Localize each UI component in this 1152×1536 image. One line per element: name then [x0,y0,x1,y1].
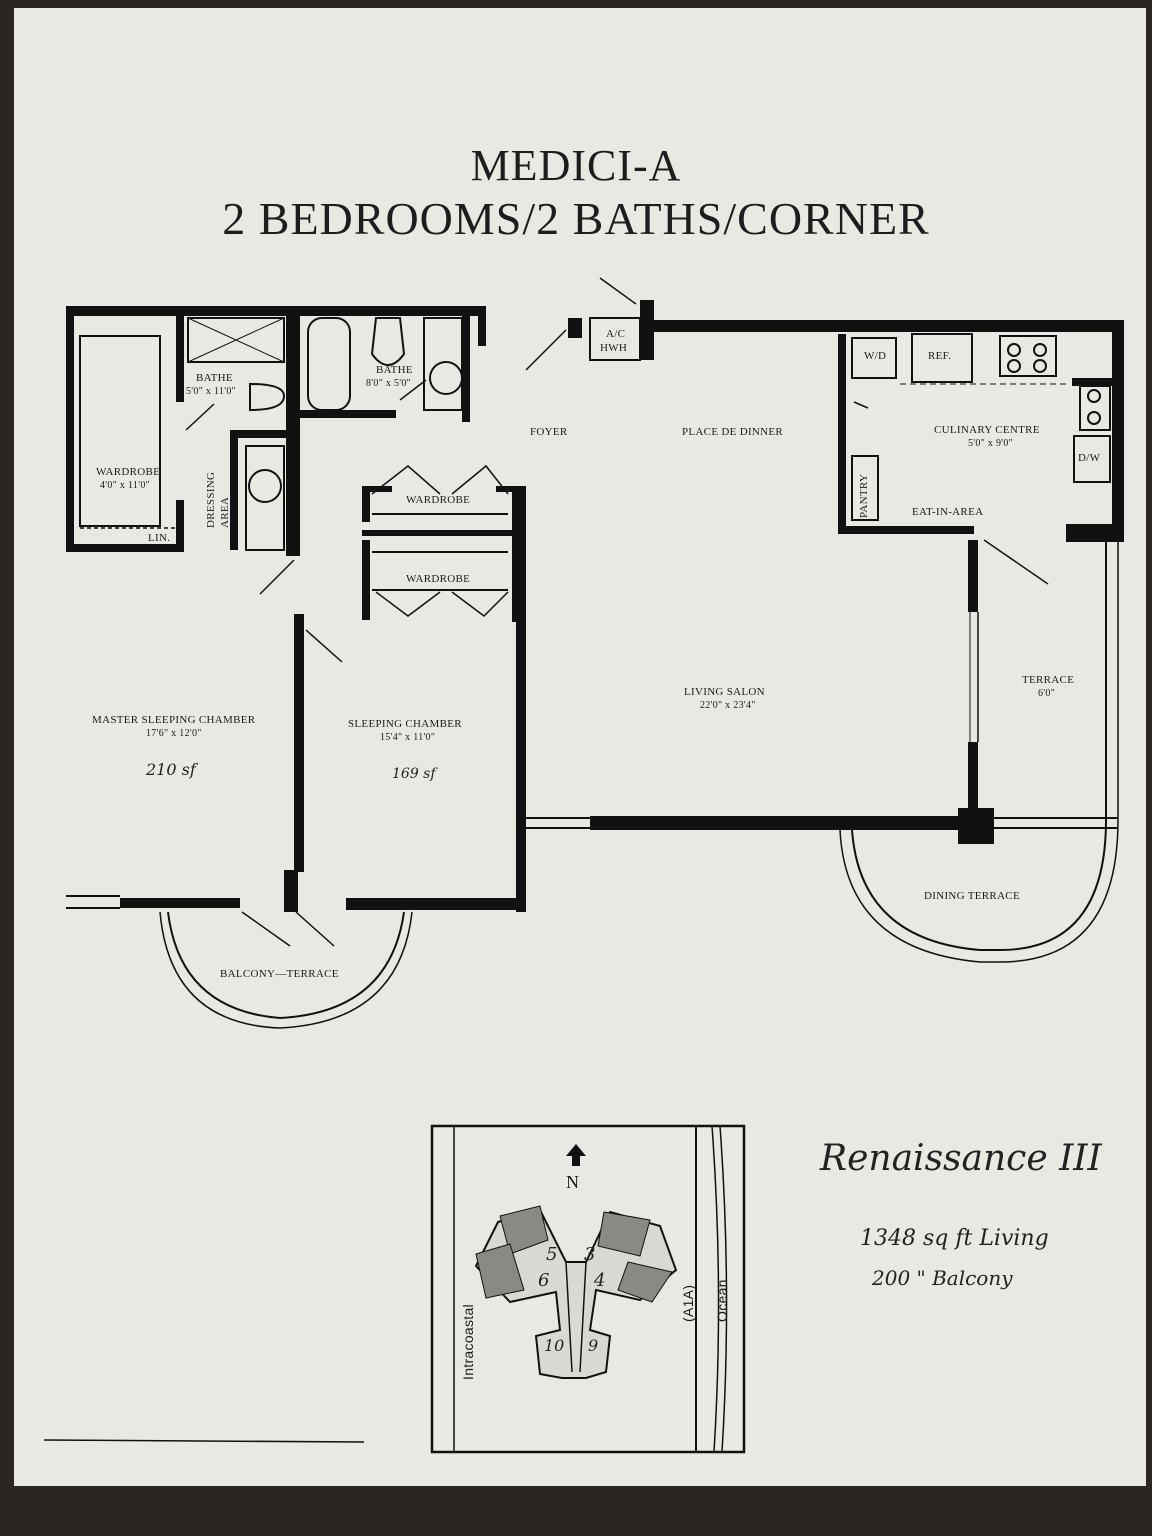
handwritten-balcony: 200 " Balcony [872,1266,1013,1290]
wd-label: W/D [864,350,887,362]
pantry-label: PANTRY [858,473,870,518]
culinary-dims: 5'0" x 9'0" [968,438,1014,449]
north-arrow-icon [566,1144,586,1166]
unit-9: 9 [588,1336,599,1355]
terrace-label: TERRACE [1022,674,1075,686]
ocean-label: Ocean [714,1279,730,1322]
unit-5: 5 [546,1244,558,1265]
sleeping-label: SLEEPING CHAMBER [348,718,462,730]
intracoastal-label: Intracoastal [460,1304,476,1380]
plan-subtitle: 2 BEDROOMS/2 BATHS/CORNER [222,193,930,244]
a1a-label: (A1A) [680,1284,696,1322]
living-dims: 22'0" x 23'4" [700,700,756,711]
balcony-label: BALCONY—TERRACE [220,968,339,980]
foyer-label: FOYER [530,426,568,438]
master-note: 210 sf [146,760,196,779]
bath1-dims: 5'0" x 11'0" [186,386,236,397]
hwh-label: HWH [600,342,628,354]
sleeping-dims: 15'4" x 11'0" [380,732,436,743]
unit-3: 3 [584,1244,596,1265]
terrace-dims: 6'0" [1038,688,1056,699]
master-label: MASTER SLEEPING CHAMBER [92,714,256,726]
dressing-area-label: DRESSING AREA [205,471,231,528]
eat-in-label: EAT-IN-AREA [912,506,984,518]
culinary-label: CULINARY CENTRE [934,424,1040,436]
dining-terrace-label: DINING TERRACE [924,890,1020,902]
handwritten-living: 1348 sq ft Living [860,1226,1049,1251]
wardrobe-b-label: WARDROBE [406,573,471,585]
place-de-dinner-label: PLACE DE DINNER [682,426,784,438]
ref-label: REF. [928,350,952,362]
plan-title: MEDICI-A [470,141,682,190]
master-dims: 17'6" x 12'0" [146,728,202,739]
bath2-dims: 8'0" x 5'0" [366,378,412,389]
unit-10: 10 [544,1336,565,1355]
bath2-label: BATHE [376,364,413,376]
unit-6: 6 [538,1270,550,1291]
walls [66,300,1124,912]
ac-label: A/C [606,328,626,340]
fixtures [43,277,1119,1443]
paper-sheet [14,8,1146,1486]
north-label: N [566,1172,580,1192]
sleeping-note: 169 sf [392,766,436,782]
bath1-label: BATHE [196,372,233,384]
wardrobe-master-label: WARDROBE [96,466,161,478]
site-map [430,1124,746,1454]
unit-4: 4 [594,1270,606,1291]
wardrobe-master-dims: 4'0" x 11'0" [100,480,150,491]
wardrobe-a-label: WARDROBE [406,494,471,506]
living-label: LIVING SALON [684,686,765,698]
handwritten-building: Renaissance III [820,1138,1102,1179]
dw-label: D/W [1078,452,1101,464]
linen-label: LIN. [148,532,171,544]
